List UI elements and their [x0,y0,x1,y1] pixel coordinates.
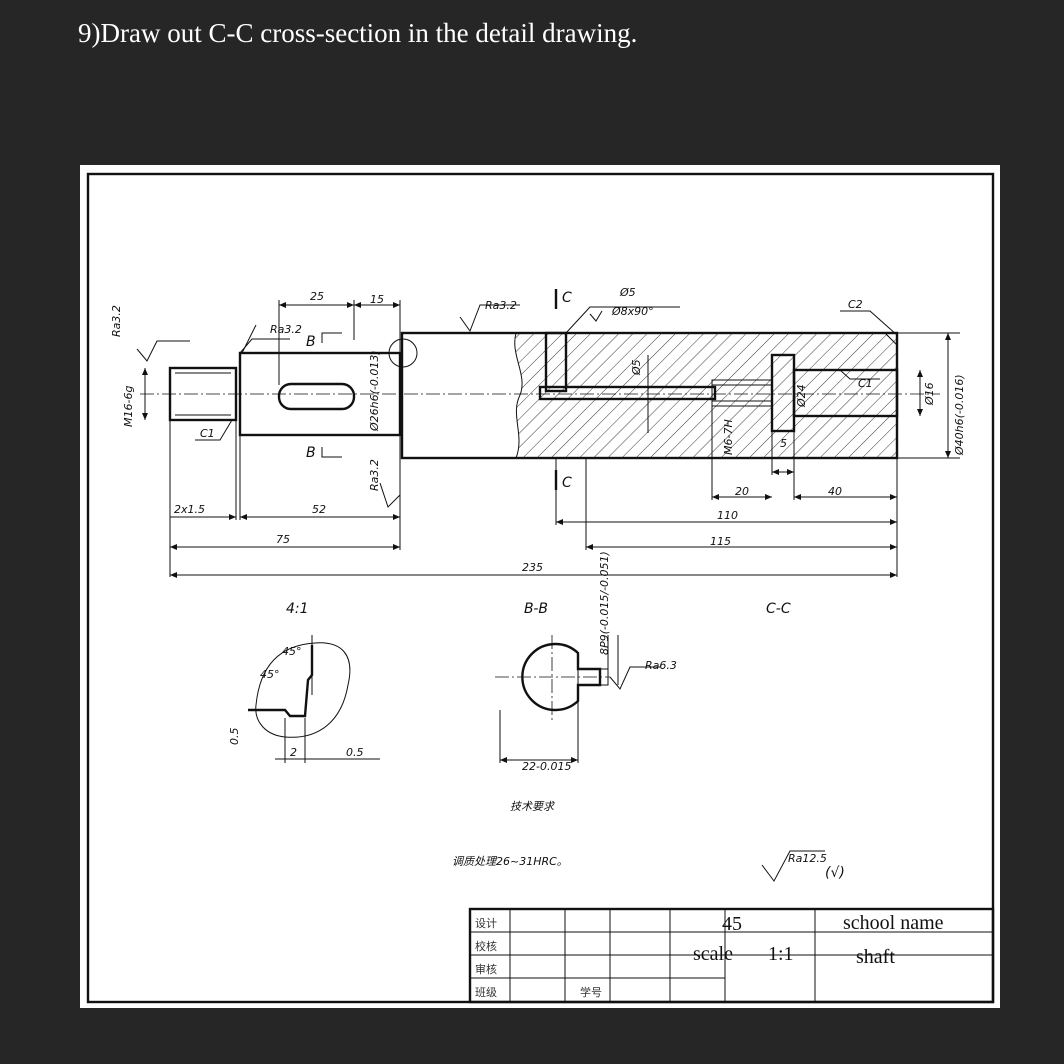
dim-235: 235 [522,561,543,574]
dim-75: 75 [276,533,290,546]
question-title: 9)Draw out C-C cross-section in the deta… [78,18,638,48]
roughness-3: Ra3.2 [485,299,517,312]
tb-part-name: shaft [856,946,895,968]
roughness-5: Ra6.3 [645,659,677,672]
section-marks: B B C C [306,289,572,491]
chamfer-c2: C2 [848,298,863,311]
dim-5: 5 [780,437,787,450]
chamfer-c1-left: C1 [200,427,215,440]
detail-view-4to1: 4:1 45° 45° 0.5 2 0.5 [228,601,380,763]
shaft-main-view [140,331,940,460]
roughness-2: Ra3.2 [270,323,302,336]
tb-row-1: 设计 [475,917,497,930]
dim-detail-2: 2 [290,746,297,759]
dim-dia16: Ø16 [923,382,936,406]
dim-dia5: Ø5 [619,286,636,299]
notes-heading: 技术要求 [510,800,556,813]
notes-text: 调质处理26~31HRC。 [452,855,568,868]
dim-dia24: Ø24 [795,384,808,408]
tb-row-4: 班级 [475,986,497,999]
tb-row-3: 审核 [475,962,497,976]
dim-115: 115 [710,535,731,548]
roughness-4: Ra3.2 [368,459,381,491]
tb-student-no: 学号 [580,985,602,999]
tb-school-name: school name [843,912,944,934]
dim-15: 15 [370,293,384,306]
dimensions: 25 15 2x1.5 52 75 235 20 40 5 110 115 Ø5 [122,286,966,578]
chamfer-c1-right: C1 [858,377,873,390]
section-mark-c-top: C [562,290,572,306]
dim-52: 52 [312,503,326,516]
keyway-slot [277,382,356,411]
title-block: 设计 校核 审核 班级 学号 45 scale 1:1 school name … [468,907,995,1004]
engineering-drawing: 25 15 2x1.5 52 75 235 20 40 5 110 115 Ø5 [86,172,995,1004]
dim-dia26: Ø26h6(-0.013) [368,350,381,432]
dim-detail-05: 0.5 [228,728,241,746]
dim-dia8: Ø8x90° [611,305,654,318]
section-mark-c-bottom: C [562,475,572,491]
dim-20: 20 [735,485,749,498]
dim-2x15: 2x1.5 [174,503,205,516]
detail-view-label: 4:1 [286,601,309,617]
dim-40: 40 [828,485,842,498]
roughness-6: Ra12.5 [788,852,827,865]
general-roughness: Ra12.5 (√) [761,850,845,882]
roughness-other: (√) [825,865,845,881]
dim-key-width: 8P9(-0.015/-0.051) [598,551,611,655]
roughness-1: Ra3.2 [110,305,123,337]
dim-key-depth: 22-0.015 [522,760,571,773]
dim-dia5-vertical: Ø5 [630,359,643,376]
tb-material: 45 [722,913,742,935]
dim-dia40: Ø40h6(-0.016) [953,374,966,456]
dim-m16: M16-6g [122,386,135,427]
section-bb: B-B 8P9(-0.015/-0.051) Ra6.3 22-0.015 [495,551,677,773]
dim-detail-05b: 0.5 [346,746,364,759]
angle-45-a: 45° [282,645,302,658]
section-cc-label: C-C [766,601,791,617]
angle-45-b: 45° [260,668,280,681]
tb-scale-value: 1:1 [768,943,794,965]
dim-m6: M6-7H [722,419,735,455]
dim-25: 25 [310,290,324,303]
dim-110: 110 [717,509,738,522]
roughness-symbols: Ra3.2 Ra3.2 Ra3.2 Ra3.2 [110,299,520,508]
section-bb-label: B-B [524,601,548,617]
drawing-sheet: 25 15 2x1.5 52 75 235 20 40 5 110 115 Ø5 [80,165,1000,1008]
detail-circle [388,338,418,368]
tb-scale-label: scale [693,943,733,965]
section-mark-b-bottom: B [306,445,316,461]
tb-row-2: 校核 [475,939,497,953]
section-mark-b-top: B [306,334,316,350]
